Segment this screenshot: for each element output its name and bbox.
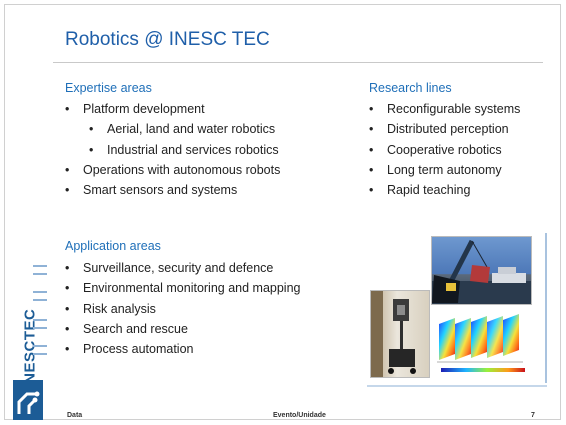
crane-photo: [431, 236, 532, 305]
research-item: Long term autonomy: [367, 160, 520, 181]
circuit-logo-graphic: [13, 380, 43, 420]
heatmap-image: [433, 310, 531, 377]
slide: Robotics @ INESC TEC Expertise areas Pla…: [4, 4, 561, 420]
application-item: Surveillance, security and defence: [63, 258, 301, 279]
research-item: Distributed perception: [367, 119, 520, 140]
collage-accent-line: [367, 385, 547, 387]
expertise-heading: Expertise areas: [65, 81, 152, 95]
application-list: Surveillance, security and defence Envir…: [63, 258, 301, 360]
robot-photo-graphic: [371, 291, 416, 377]
page-number: 7: [531, 412, 535, 419]
robot-photo: [370, 290, 430, 378]
expertise-item: Smart sensors and systems: [63, 180, 280, 201]
research-item: Reconfigurable systems: [367, 99, 520, 120]
application-heading: Application areas: [65, 239, 161, 253]
expertise-list: Platform development Aerial, land and wa…: [63, 99, 280, 201]
crane-photo-graphic: [432, 239, 531, 304]
slide-title: Robotics @ INESC TEC: [65, 29, 270, 50]
expertise-item: Platform development: [63, 99, 280, 120]
left-margin-bar: [5, 5, 47, 419]
logo-tagline-lines: [33, 261, 53, 373]
heatmap-graphic: [437, 314, 525, 372]
expertise-subitem: Industrial and services robotics: [63, 140, 280, 161]
research-heading: Research lines: [369, 81, 452, 95]
footer-event: Evento/Unidade: [273, 412, 326, 419]
expertise-subitem: Aerial, land and water robotics: [63, 119, 280, 140]
application-item: Search and rescue: [63, 319, 301, 340]
title-divider: [53, 62, 543, 63]
application-item: Risk analysis: [63, 299, 301, 320]
research-item: Cooperative robotics: [367, 140, 520, 161]
footer-date: Data: [67, 412, 83, 419]
application-item: Process automation: [63, 339, 301, 360]
expertise-item: Operations with autonomous robots: [63, 160, 280, 181]
research-item: Rapid teaching: [367, 180, 520, 201]
circuit-logo-icon: [13, 380, 43, 420]
inesctec-logo: INESCTEC: [13, 255, 49, 389]
application-item: Environmental monitoring and mapping: [63, 278, 301, 299]
research-list: Reconfigurable systems Distributed perce…: [367, 99, 520, 201]
collage-accent-line: [545, 233, 547, 383]
